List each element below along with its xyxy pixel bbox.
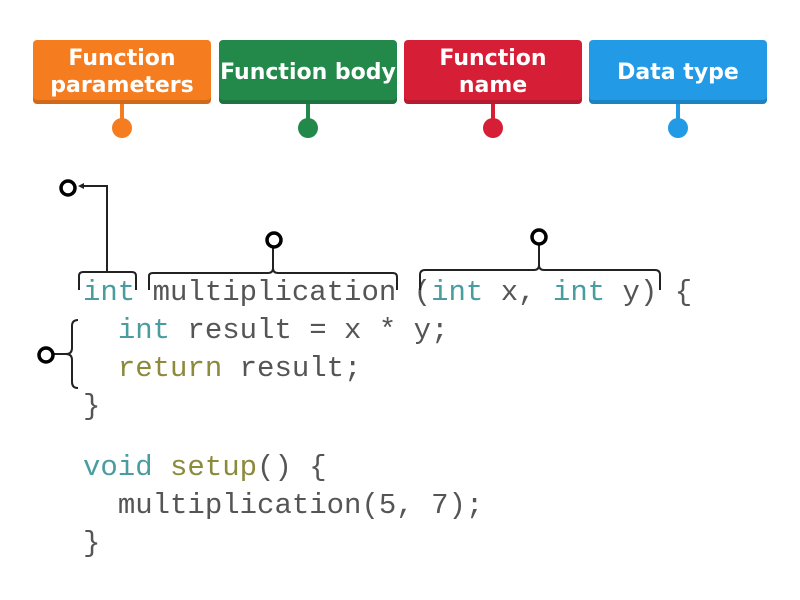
bracket-data-type bbox=[78, 185, 137, 290]
pin-dot bbox=[298, 118, 318, 138]
code-line-signature: int multiplication (int x, int y) { bbox=[83, 274, 692, 312]
code-text: result; bbox=[222, 352, 362, 385]
code-line: } bbox=[83, 527, 101, 560]
code-text: x, bbox=[483, 276, 553, 309]
code-function-name: multiplication bbox=[152, 276, 397, 309]
pin-stem bbox=[120, 104, 124, 120]
code-line: int result = x * y; bbox=[83, 312, 692, 350]
code-block-function: int multiplication (int x, int y) { int … bbox=[83, 274, 692, 426]
code-function: setup bbox=[170, 451, 258, 484]
bracket-function-body bbox=[53, 319, 79, 389]
code-line: void setup() { bbox=[83, 449, 483, 487]
drop-target-function-body[interactable] bbox=[37, 346, 55, 364]
label-function-parameters[interactable]: Function parameters bbox=[33, 40, 211, 104]
drop-target-data-type[interactable] bbox=[59, 179, 77, 197]
code-keyword: int bbox=[431, 276, 484, 309]
code-text: { bbox=[657, 276, 693, 309]
code-block-setup: void setup() { multiplication(5, 7);} bbox=[83, 449, 483, 563]
code-keyword: void bbox=[83, 451, 153, 484]
code-keyword: int bbox=[117, 314, 171, 347]
code-keyword: return bbox=[117, 352, 223, 385]
pin-dot bbox=[483, 118, 503, 138]
bracket-function-parameters bbox=[419, 244, 661, 290]
drop-target-function-parameters[interactable] bbox=[530, 228, 548, 246]
label-function-name[interactable]: Function name bbox=[404, 40, 582, 104]
pin-stem bbox=[676, 104, 680, 120]
code-text: () { bbox=[257, 451, 327, 484]
arrow-head-icon bbox=[78, 183, 84, 189]
pin-stem bbox=[491, 104, 495, 120]
code-line: } bbox=[83, 390, 101, 423]
code-text: y) bbox=[605, 276, 658, 309]
pin-dot bbox=[112, 118, 132, 138]
label-data-type[interactable]: Data type bbox=[589, 40, 767, 104]
pin-stem bbox=[306, 104, 310, 120]
code-line: return result; bbox=[83, 350, 692, 388]
code-paren: ( bbox=[413, 276, 432, 309]
code-text: multiplication(5, 7); bbox=[117, 489, 484, 522]
code-line: multiplication(5, 7); bbox=[83, 487, 483, 525]
bracket-function-name bbox=[148, 247, 398, 290]
code-type: int bbox=[83, 276, 136, 309]
label-function-body[interactable]: Function body bbox=[219, 40, 397, 104]
code-keyword: int bbox=[552, 276, 606, 309]
code-text: result = x * y; bbox=[170, 314, 449, 347]
drop-target-function-name[interactable] bbox=[265, 231, 283, 249]
pin-dot bbox=[668, 118, 688, 138]
